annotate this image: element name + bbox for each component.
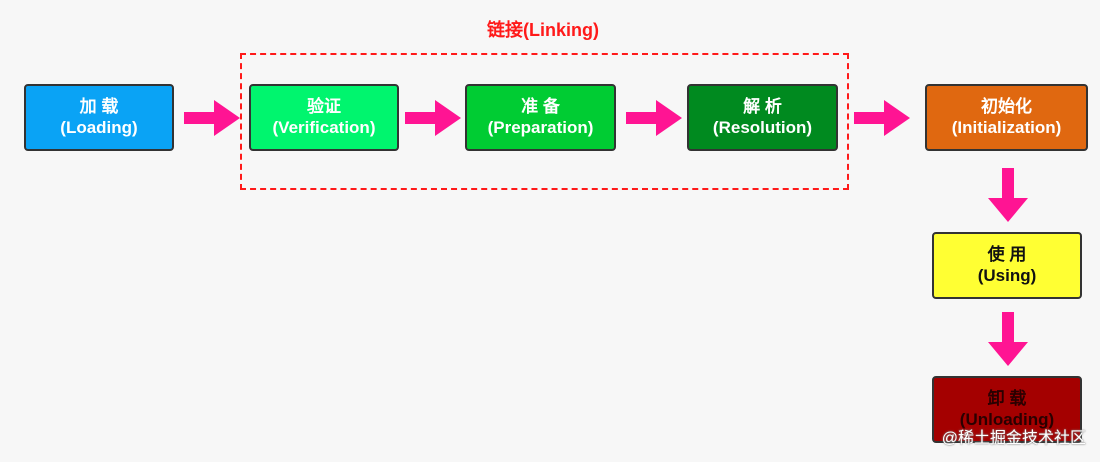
stage-loading-en: (Loading) — [60, 117, 138, 137]
arrow-down-icon — [988, 168, 1028, 222]
arrow-right-icon — [854, 100, 910, 136]
arrow-down-icon — [988, 312, 1028, 366]
stage-unloading-zh: 卸 载 — [987, 389, 1027, 409]
watermark: @稀土掘金技术社区 — [941, 430, 1086, 447]
arrow-right-icon — [405, 100, 461, 136]
stage-loading-zh: 加 载 — [79, 97, 119, 117]
stage-preparation-en: (Preparation) — [487, 117, 594, 137]
stage-verification-zh: 验证 — [307, 97, 341, 117]
stage-resolution-en: (Resolution) — [712, 117, 813, 137]
stage-verification: 验证 (Verification) — [249, 84, 399, 151]
stage-verification-en: (Verification) — [272, 117, 376, 137]
stage-preparation: 准 备 (Preparation) — [465, 84, 616, 151]
linking-group-title: 链接(Linking) — [0, 16, 1100, 42]
stage-unloading-en: (Unloading) — [959, 409, 1055, 429]
stage-resolution: 解 析 (Resolution) — [687, 84, 838, 151]
linking-group-frame — [240, 53, 849, 190]
stage-initialization-zh: 初始化 — [981, 97, 1032, 117]
arrow-right-icon — [184, 100, 240, 136]
stage-using-en: (Using) — [977, 265, 1037, 285]
stage-initialization-en: (Initialization) — [951, 117, 1062, 137]
stage-preparation-zh: 准 备 — [521, 97, 560, 117]
stage-unloading: 卸 载 (Unloading) — [932, 376, 1082, 443]
linking-group-title-text: 链接(Linking) — [487, 20, 599, 40]
stage-resolution-zh: 解 析 — [743, 97, 782, 117]
stage-loading: 加 载 (Loading) — [24, 84, 174, 151]
stage-initialization: 初始化 (Initialization) — [925, 84, 1088, 151]
stage-using: 使 用 (Using) — [932, 232, 1082, 299]
stage-using-zh: 使 用 — [987, 245, 1027, 265]
arrow-right-icon — [626, 100, 682, 136]
